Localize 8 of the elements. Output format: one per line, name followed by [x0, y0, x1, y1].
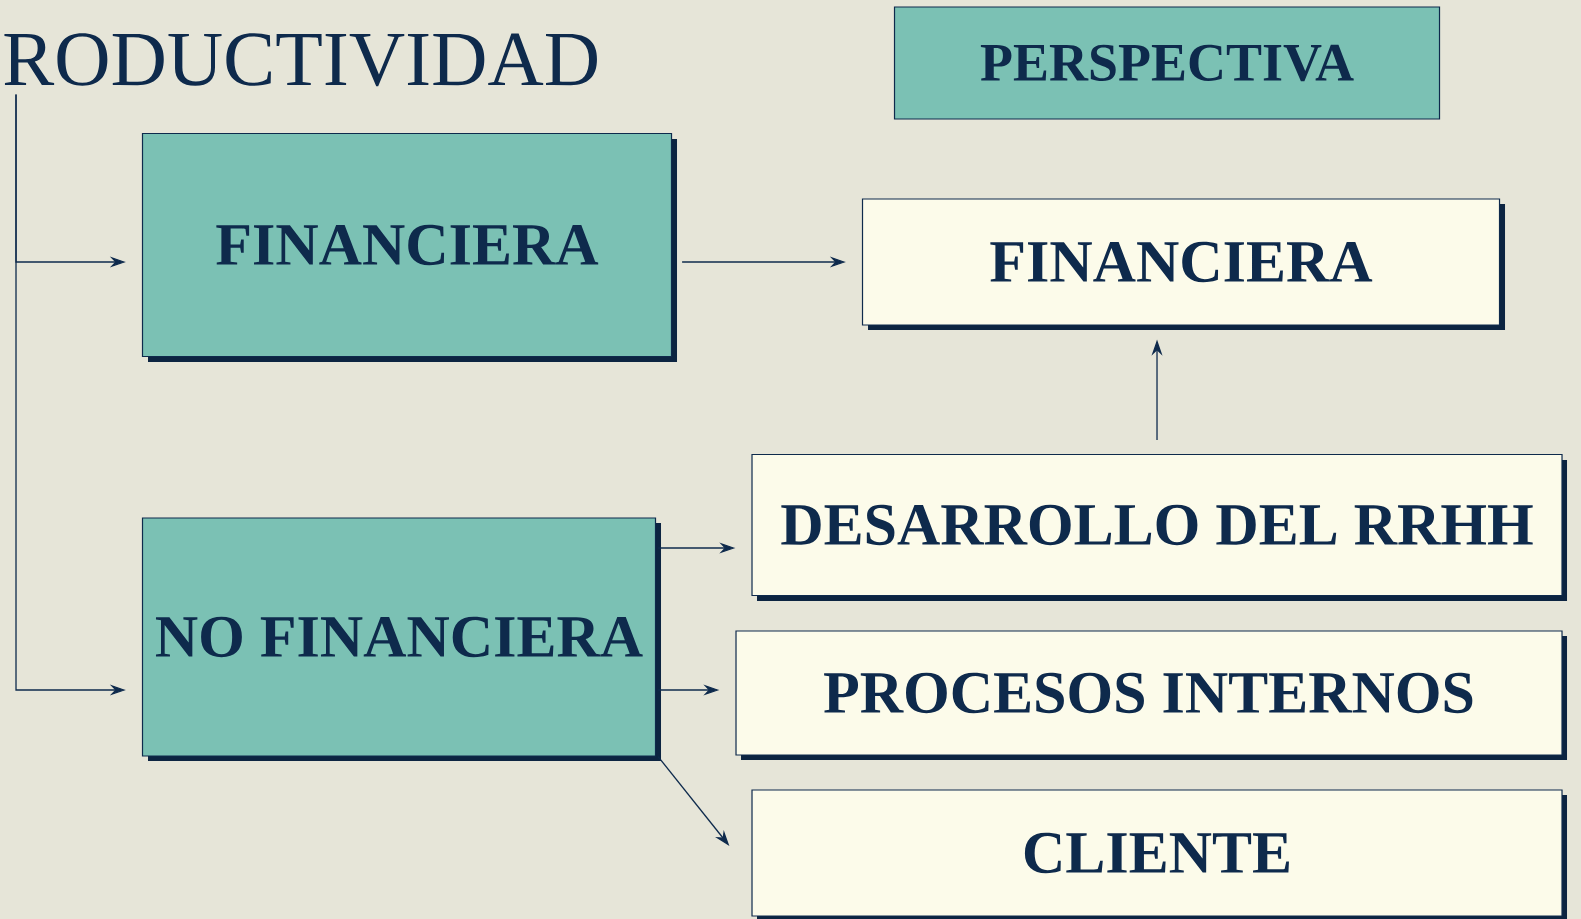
perspective-box: NO FINANCIERA — [141, 517, 661, 761]
perspective-box: CLIENTE — [751, 789, 1567, 919]
perspective-box: FINANCIERA — [861, 198, 1505, 330]
heading-box: PERSPECTIVA — [893, 6, 1441, 120]
perspective-box: DESARROLLO DEL RRHH — [751, 453, 1567, 601]
perspective-box: FINANCIERA — [141, 132, 677, 362]
perspective-box: PROCESOS INTERNOS — [735, 630, 1567, 760]
title-text: RODUCTIVIDAD — [4, 33, 597, 87]
